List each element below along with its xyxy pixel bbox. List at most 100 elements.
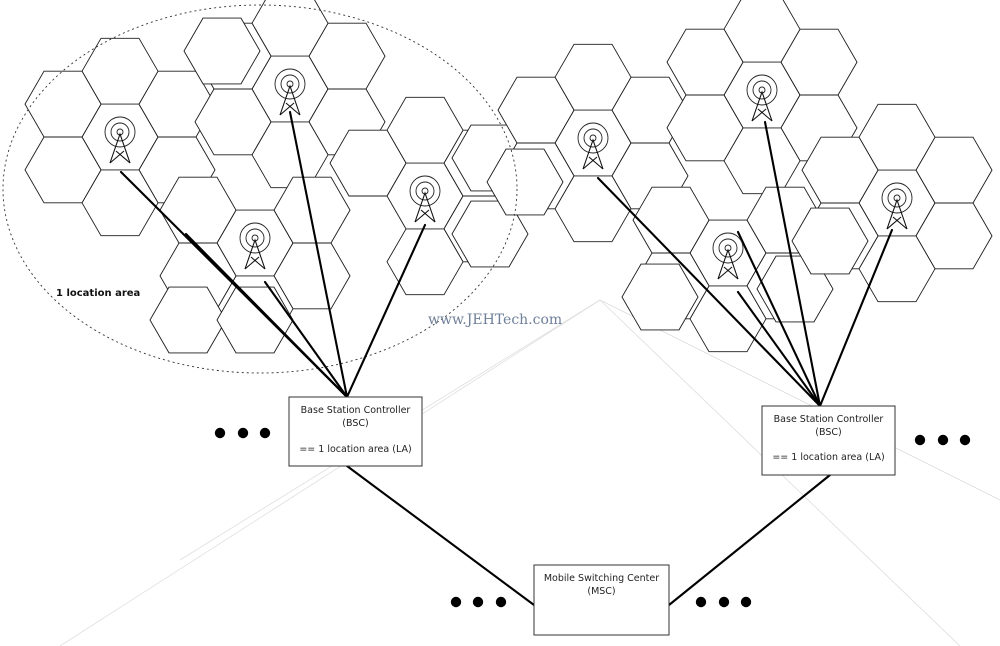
signal-ring: [104, 116, 136, 148]
tower-brace: [285, 102, 301, 116]
bsc-left-title: Base Station Controller: [301, 405, 411, 416]
signal-ring: [718, 238, 738, 258]
cell-hexagon: [194, 88, 272, 156]
signal-ring: [881, 182, 913, 214]
signal-ring: [712, 232, 744, 264]
background-ray: [59, 299, 601, 646]
tower-to-bsc-link: [596, 176, 822, 408]
ellipsis-msc-right: [695, 596, 752, 608]
tower-to-bsc-link: [763, 120, 822, 408]
tower-brace: [757, 108, 773, 122]
msc-box[interactable]: Mobile Switching Center (MSC): [533, 564, 670, 636]
ellipsis-dot: [914, 434, 926, 446]
ellipsis-dot: [740, 596, 752, 608]
signal-ring: [239, 222, 271, 254]
cell-tower-icon: [104, 116, 136, 164]
tower-to-bsc-link: [736, 290, 822, 408]
watermark: www.JEHTech.com: [428, 312, 562, 328]
ellipsis-dot: [959, 434, 971, 446]
bsc-right-frame: [761, 405, 896, 476]
cell-tower-icon: [239, 222, 271, 270]
signal-ring: [415, 181, 435, 201]
tower-brace: [588, 156, 604, 170]
cell-tower-icon: [881, 182, 913, 230]
ellipsis-bsc-right: [914, 434, 971, 446]
ellipsis-dot: [237, 427, 249, 439]
tower-brace: [723, 266, 739, 280]
ellipsis-msc-left: [450, 596, 507, 608]
tower-brace: [109, 150, 125, 164]
signal-ring: [746, 74, 778, 106]
cell-tower-icon: [274, 68, 306, 116]
ellipsis-dot: [937, 434, 949, 446]
location-area-boundary: [2, 4, 518, 374]
tower-brace: [250, 256, 266, 270]
background-ray: [599, 299, 1000, 501]
ellipsis-bsc-left: [214, 427, 271, 439]
tower-to-bsc-link: [288, 110, 349, 399]
tower-mast: [582, 138, 604, 170]
tower-to-bsc-link: [263, 280, 349, 399]
bsc-to-msc-link: [667, 473, 832, 607]
cell-hexagon: [486, 148, 564, 216]
cell-towers: [104, 68, 913, 280]
tower-brace: [582, 156, 598, 170]
tower-to-bsc-link: [184, 232, 349, 399]
bsc-right-la-note: == 1 location area (LA): [772, 452, 884, 463]
ellipsis-dot: [472, 596, 484, 608]
signal-ring: [280, 74, 300, 94]
msc-frame: [533, 564, 670, 636]
tower-to-bsc-link: [818, 228, 894, 408]
cell-hexagon: [666, 94, 744, 162]
tower-to-bsc-link: [736, 230, 822, 408]
cell-hexagon: [183, 17, 261, 85]
tower-to-bsc-link: [345, 223, 427, 399]
signal-ring: [577, 122, 609, 154]
msc-abbr: (MSC): [587, 586, 615, 597]
cell-tower-icon: [746, 74, 778, 122]
tower-brace: [414, 209, 430, 223]
ellipsis-dot: [259, 427, 271, 439]
cell-hexagon: [24, 136, 102, 204]
cell-hexagon: [216, 286, 294, 354]
cell-hexagon: [621, 263, 699, 331]
bsc-right-title: Base Station Controller: [774, 414, 884, 425]
bsc-left-la-note: == 1 location area (LA): [299, 444, 411, 455]
cell-hexagon: [791, 207, 869, 275]
bsc-right-abbr: (BSC): [815, 427, 841, 438]
right-cell-cluster: [486, 0, 993, 353]
cell-hexagon: [329, 129, 407, 197]
signal-ring: [409, 175, 441, 207]
tower-brace: [886, 216, 902, 230]
tower-mast: [109, 132, 131, 164]
signal-ring: [245, 228, 265, 248]
left-cell-cluster: [24, 0, 529, 354]
tower-brace: [244, 256, 260, 270]
ellipsis-dot: [695, 596, 707, 608]
msc-title: Mobile Switching Center: [544, 573, 659, 584]
tower-mast: [279, 84, 301, 116]
bsc-left-box[interactable]: Base Station Controller (BSC) == 1 locat…: [288, 396, 423, 467]
tower-mast: [717, 248, 739, 280]
cell-tower-icon: [577, 122, 609, 170]
tower-brace: [717, 266, 733, 280]
tower-brace: [751, 108, 767, 122]
ellipsis-dot: [718, 596, 730, 608]
ellipsis-dot: [450, 596, 462, 608]
bsc-left-frame: [288, 396, 423, 467]
bsc-to-msc-link: [345, 464, 536, 607]
tower-mast: [751, 90, 773, 122]
signal-ring: [887, 188, 907, 208]
ellipsis-dot: [214, 427, 226, 439]
tower-brace: [115, 150, 131, 164]
signal-ring: [583, 128, 603, 148]
tower-brace: [420, 209, 436, 223]
connection-lines: [119, 110, 894, 607]
tower-mast: [244, 238, 266, 270]
tower-mast: [886, 198, 908, 230]
bsc-left-abbr: (BSC): [342, 418, 368, 429]
bsc-right-box[interactable]: Base Station Controller (BSC) == 1 locat…: [761, 405, 896, 476]
cell-tower-icon: [712, 232, 744, 280]
